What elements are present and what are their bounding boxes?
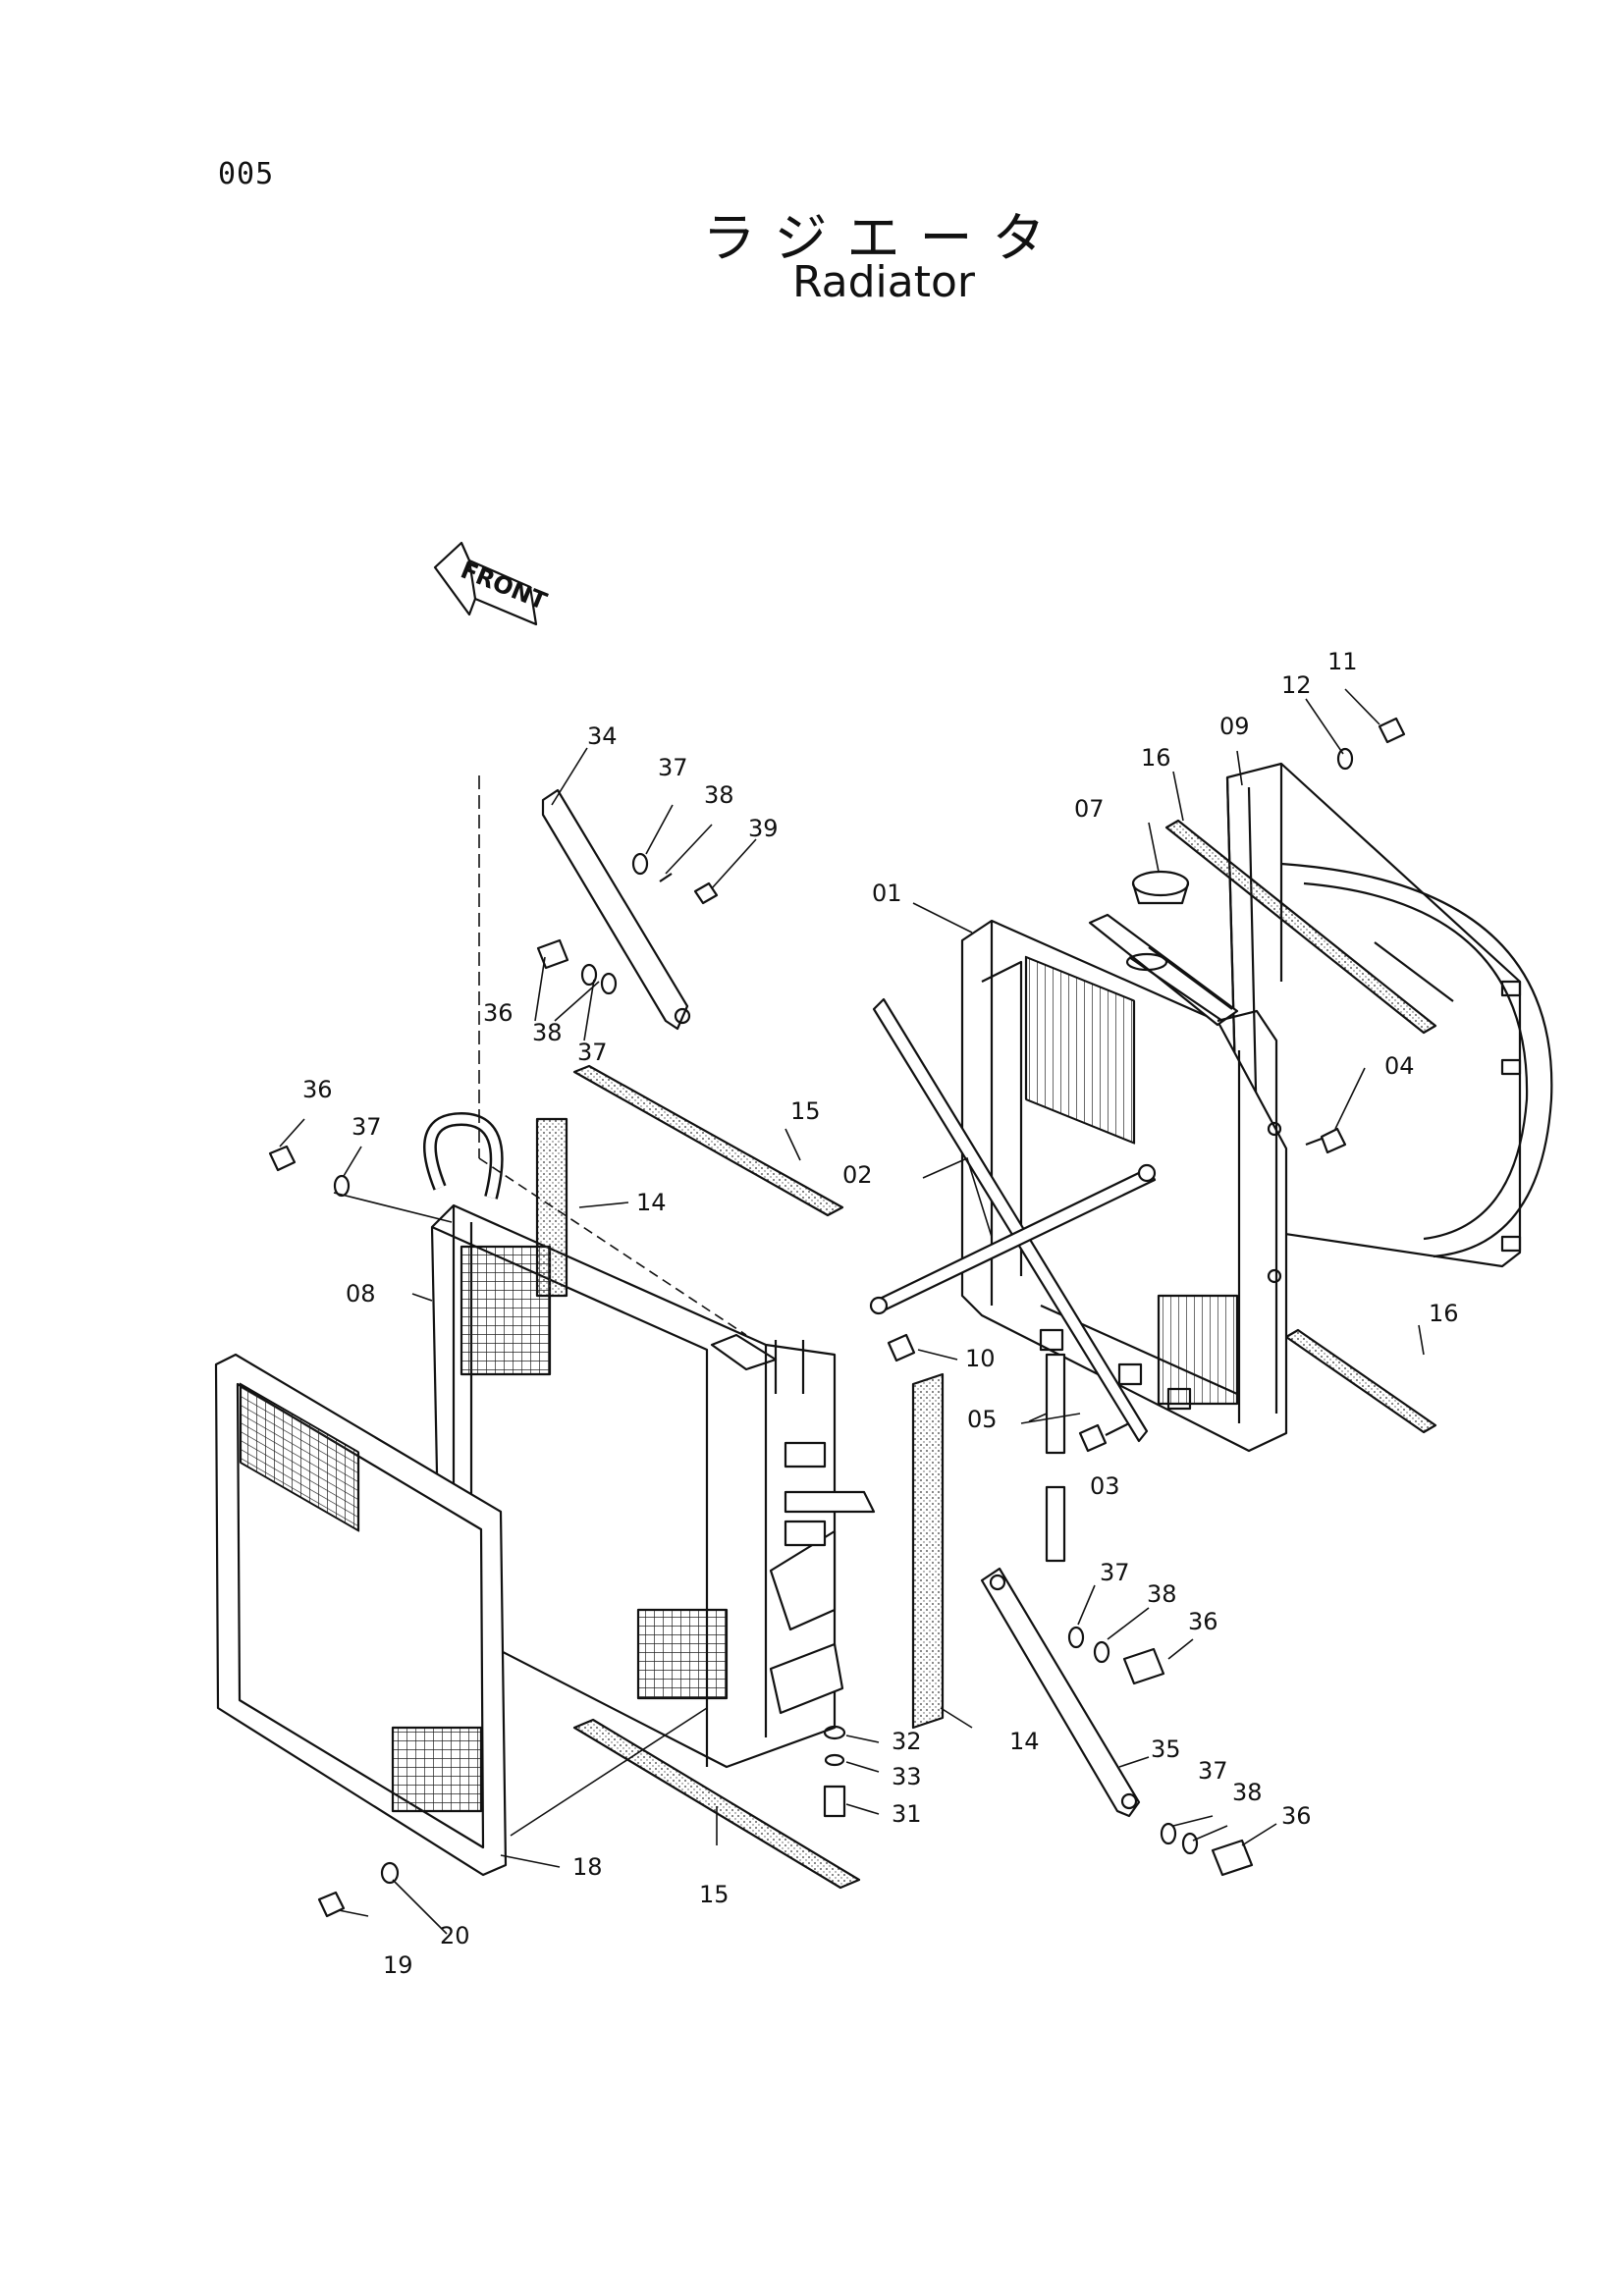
callout-38-upper: 38 — [704, 781, 734, 809]
callout-01: 01 — [872, 880, 902, 907]
stay-rods — [869, 997, 1157, 1443]
callout-38-mid: 38 — [1147, 1580, 1177, 1608]
callout-05: 05 — [967, 1406, 998, 1433]
upper-stay — [536, 788, 719, 1031]
title-japanese: ラジエータ — [702, 207, 1065, 269]
callout-37-lower: 37 — [1198, 1757, 1228, 1785]
callout-37-left: 37 — [352, 1113, 382, 1141]
bolt-36-left — [268, 1145, 297, 1172]
callout-35: 35 — [1151, 1735, 1181, 1763]
callout-38-lower: 38 — [1232, 1779, 1263, 1806]
drain-plug — [1305, 1127, 1347, 1154]
callout-38-upper-bottom: 38 — [532, 1019, 563, 1046]
hose — [1045, 1353, 1066, 1563]
callout-16-upper: 16 — [1141, 744, 1171, 772]
bolt-10 — [887, 1333, 916, 1362]
callout-36-left: 36 — [302, 1076, 333, 1103]
callout-11: 11 — [1327, 648, 1358, 675]
callout-39: 39 — [748, 815, 779, 842]
callout-37-mid: 37 — [1100, 1559, 1130, 1586]
lower-stay — [980, 1567, 1254, 1877]
callout-16-lower: 16 — [1429, 1300, 1459, 1327]
callout-08: 08 — [346, 1280, 376, 1308]
radiator-screen — [214, 1353, 508, 1877]
callout-04: 04 — [1384, 1052, 1415, 1080]
seal-strip-16-bottom — [1284, 1328, 1437, 1434]
bracket — [784, 1490, 876, 1514]
callout-19: 19 — [383, 1951, 413, 1979]
callout-31: 31 — [892, 1800, 922, 1828]
oil-cooler — [422, 1112, 837, 1769]
callout-34: 34 — [587, 722, 618, 750]
title-english: Radiator — [792, 257, 975, 307]
radiator-cap — [1125, 870, 1190, 972]
callout-36-upper: 36 — [483, 999, 514, 1027]
callout-15-lower: 15 — [699, 1881, 730, 1908]
washer-20 — [380, 1861, 400, 1885]
callout-33: 33 — [892, 1763, 922, 1790]
callout-36-mid: 36 — [1188, 1608, 1218, 1635]
washer-37-left — [333, 1174, 351, 1198]
callout-09: 09 — [1219, 713, 1250, 740]
callouts: 01 02 03 04 05 07 08 09 10 11 12 14 14 1… — [302, 648, 1459, 1979]
callout-14-lower: 14 — [1009, 1728, 1040, 1755]
callout-32: 32 — [892, 1728, 922, 1755]
callout-10: 10 — [965, 1345, 996, 1372]
callout-15-upper: 15 — [790, 1097, 821, 1125]
bolt-19 — [317, 1891, 346, 1918]
callout-36-lower: 36 — [1281, 1802, 1312, 1830]
callout-18: 18 — [572, 1853, 603, 1881]
lower-bracket — [769, 1642, 846, 1818]
fan-shroud — [1225, 762, 1553, 1268]
callout-03: 03 — [1090, 1472, 1120, 1500]
callout-02: 02 — [842, 1161, 873, 1189]
seal-strip-16-top — [1164, 819, 1437, 1035]
callout-14-upper: 14 — [636, 1189, 667, 1216]
callout-37-upper: 37 — [658, 754, 688, 781]
callout-20: 20 — [440, 1922, 470, 1949]
callout-37-upper-bottom: 37 — [577, 1039, 608, 1066]
bolt-11 — [1378, 717, 1406, 744]
callout-12: 12 — [1281, 671, 1312, 699]
front-arrow: FRONT — [433, 541, 551, 626]
seal-strip-15-top — [572, 1064, 844, 1217]
seal-strip-15-bottom — [572, 1718, 861, 1890]
leader-lines — [279, 688, 1425, 1935]
bolt-03 — [1078, 1423, 1108, 1453]
page-number: 005 — [218, 157, 275, 191]
callout-07: 07 — [1074, 795, 1105, 823]
seal-strip-14-bottom — [911, 1372, 945, 1730]
washer-12 — [1336, 747, 1354, 771]
